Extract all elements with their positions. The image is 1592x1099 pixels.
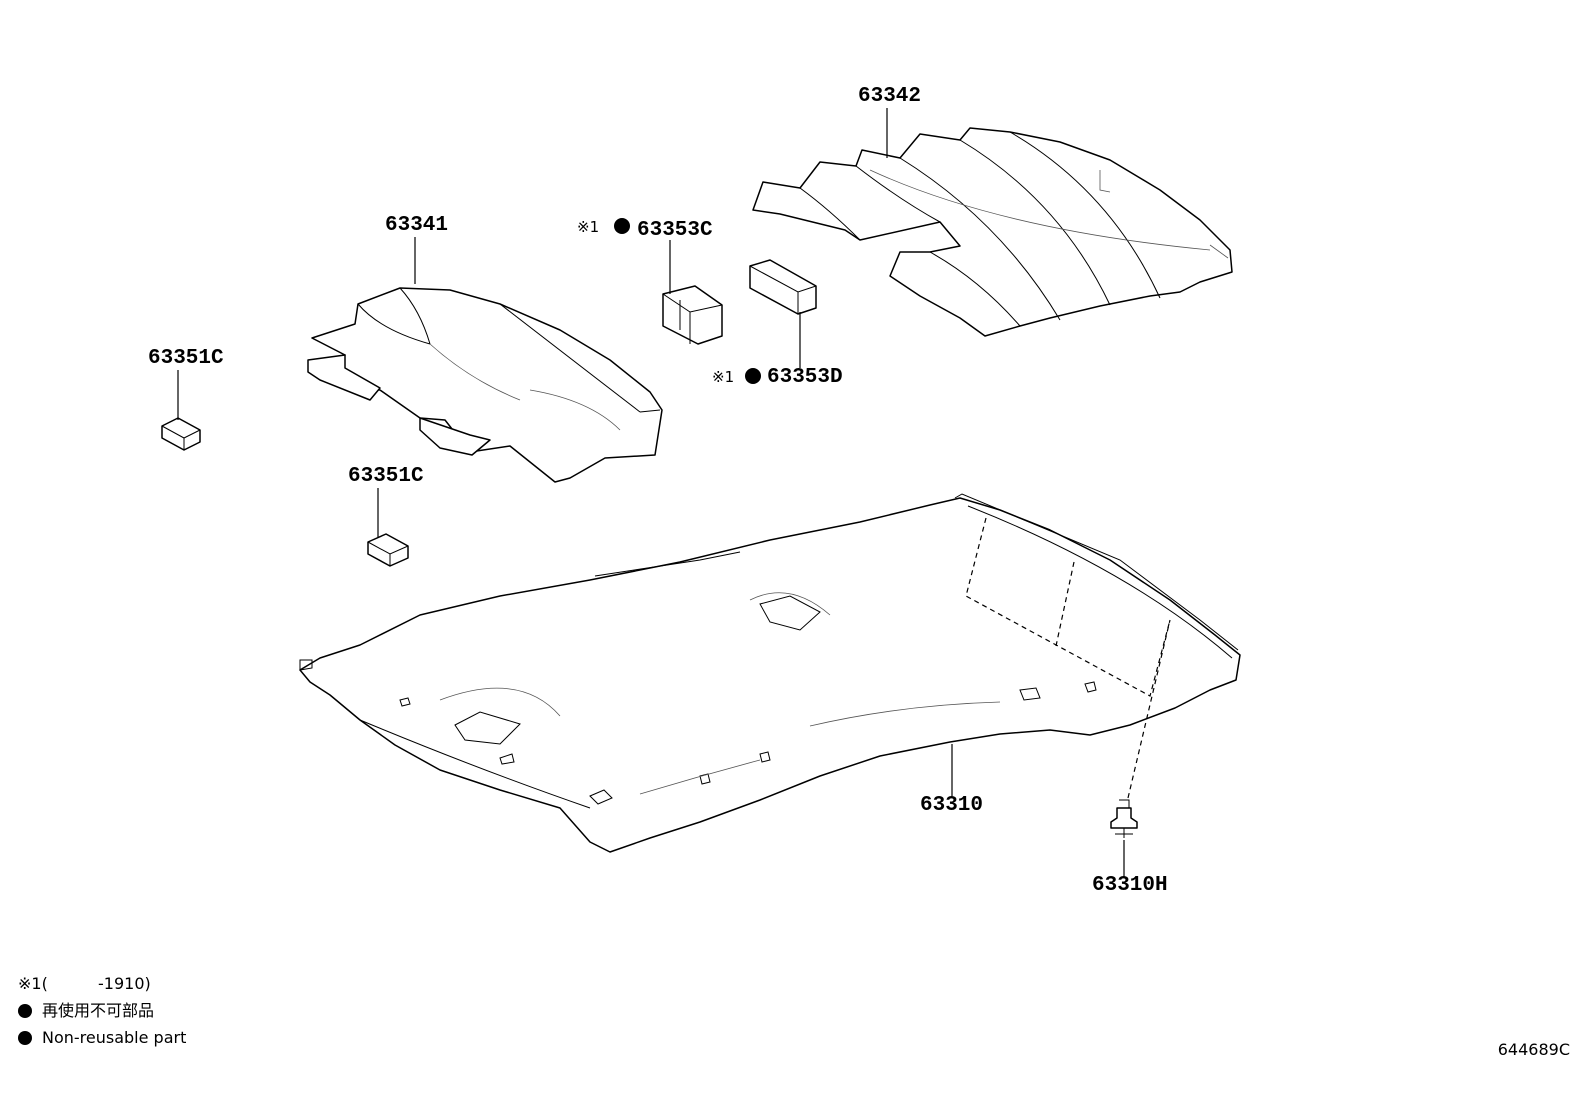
- non-reusable-dot-63353c: [614, 218, 630, 234]
- non-reusable-dot-icon: [18, 1030, 32, 1045]
- non-reusable-dot-icon: [18, 1003, 32, 1018]
- non-reusable-dot-63353d: [745, 368, 761, 384]
- part-63310h-clip: [1110, 799, 1138, 838]
- part-63351c-pad-center: [367, 533, 409, 567]
- part-63351c-pad-left: [161, 417, 201, 451]
- part-63353d-pad: [749, 259, 817, 315]
- label-63353c: 63353C: [637, 219, 713, 242]
- legend-non-reusable-en: Non-reusable part: [42, 1028, 187, 1047]
- part-63310-headlining: [299, 493, 1241, 853]
- part-63341-pad: [307, 287, 663, 483]
- legend-note-row: ※1( -1910): [18, 970, 186, 997]
- label-63351c-left: 63351C: [148, 347, 224, 370]
- label-63310: 63310: [920, 794, 983, 817]
- label-63351c-center: 63351C: [348, 465, 424, 488]
- label-63310h: 63310H: [1092, 874, 1168, 897]
- label-63353d: 63353D: [767, 366, 843, 389]
- legend-note-label: ※1(: [18, 974, 48, 993]
- label-63341: 63341: [385, 214, 448, 237]
- legend-non-reusable-en-row: Non-reusable part: [18, 1024, 186, 1051]
- label-63342: 63342: [858, 85, 921, 108]
- note-marker-63353d: ※1: [712, 368, 734, 386]
- part-63353c-pad: [662, 285, 723, 345]
- leader-lines: [177, 108, 1171, 878]
- figure-code: 644689C: [1497, 1040, 1570, 1059]
- note-marker-63353c: ※1: [577, 218, 599, 236]
- legend-non-reusable-jp: 再使用不可部品: [42, 1001, 155, 1020]
- legend: ※1( -1910) 再使用不可部品 Non-reusable part: [18, 970, 186, 1051]
- legend-non-reusable-jp-row: 再使用不可部品: [18, 997, 186, 1024]
- legend-note-range: -1910): [98, 974, 151, 993]
- part-63342-pad: [752, 127, 1233, 337]
